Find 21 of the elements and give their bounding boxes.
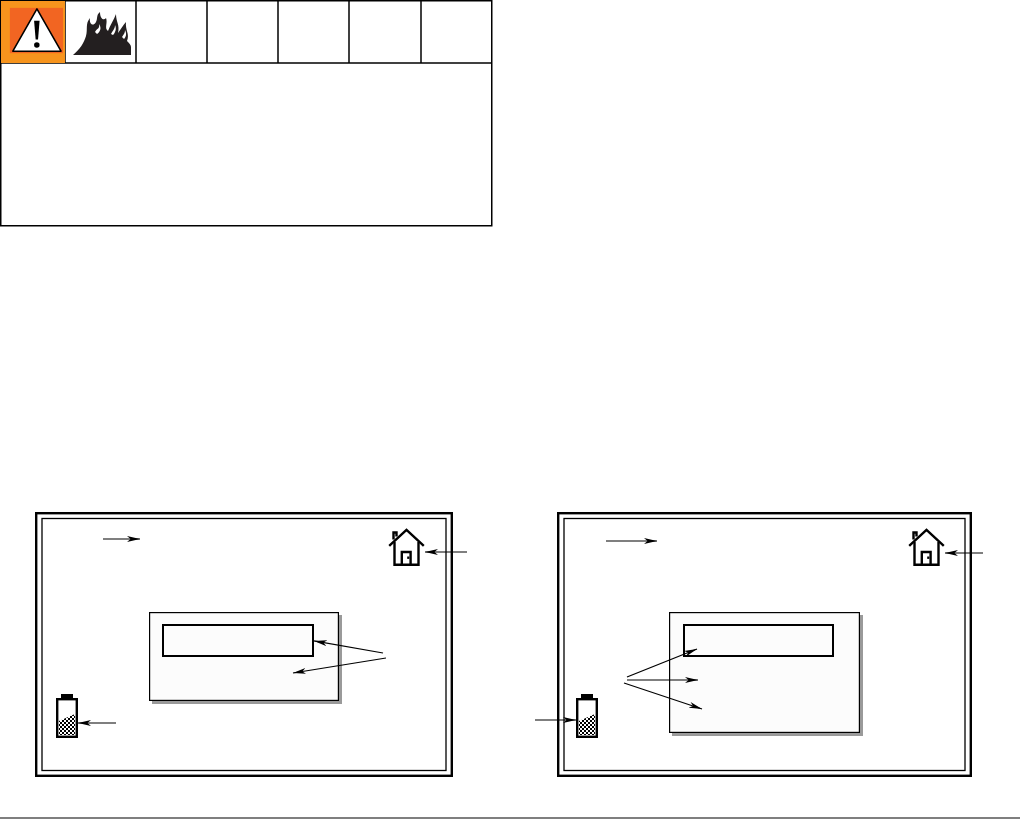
arrow [626,677,699,683]
arrow [77,720,117,726]
display-screen [35,512,453,777]
home-icon [388,528,425,566]
arrow [534,717,577,723]
arrow [102,536,141,542]
arrow [424,549,468,555]
home-icon [908,528,945,566]
input-field [162,624,314,657]
display-screen [557,512,972,777]
input-field [683,624,834,657]
arrow [944,550,984,556]
arrow [605,538,658,544]
battery-icon [576,694,598,738]
dialog-box [669,612,863,736]
arrow [626,648,698,678]
battery-icon [56,694,78,738]
arrow [623,682,703,710]
arrow [313,640,384,654]
arrow [292,657,387,674]
dialog-box [149,612,342,704]
